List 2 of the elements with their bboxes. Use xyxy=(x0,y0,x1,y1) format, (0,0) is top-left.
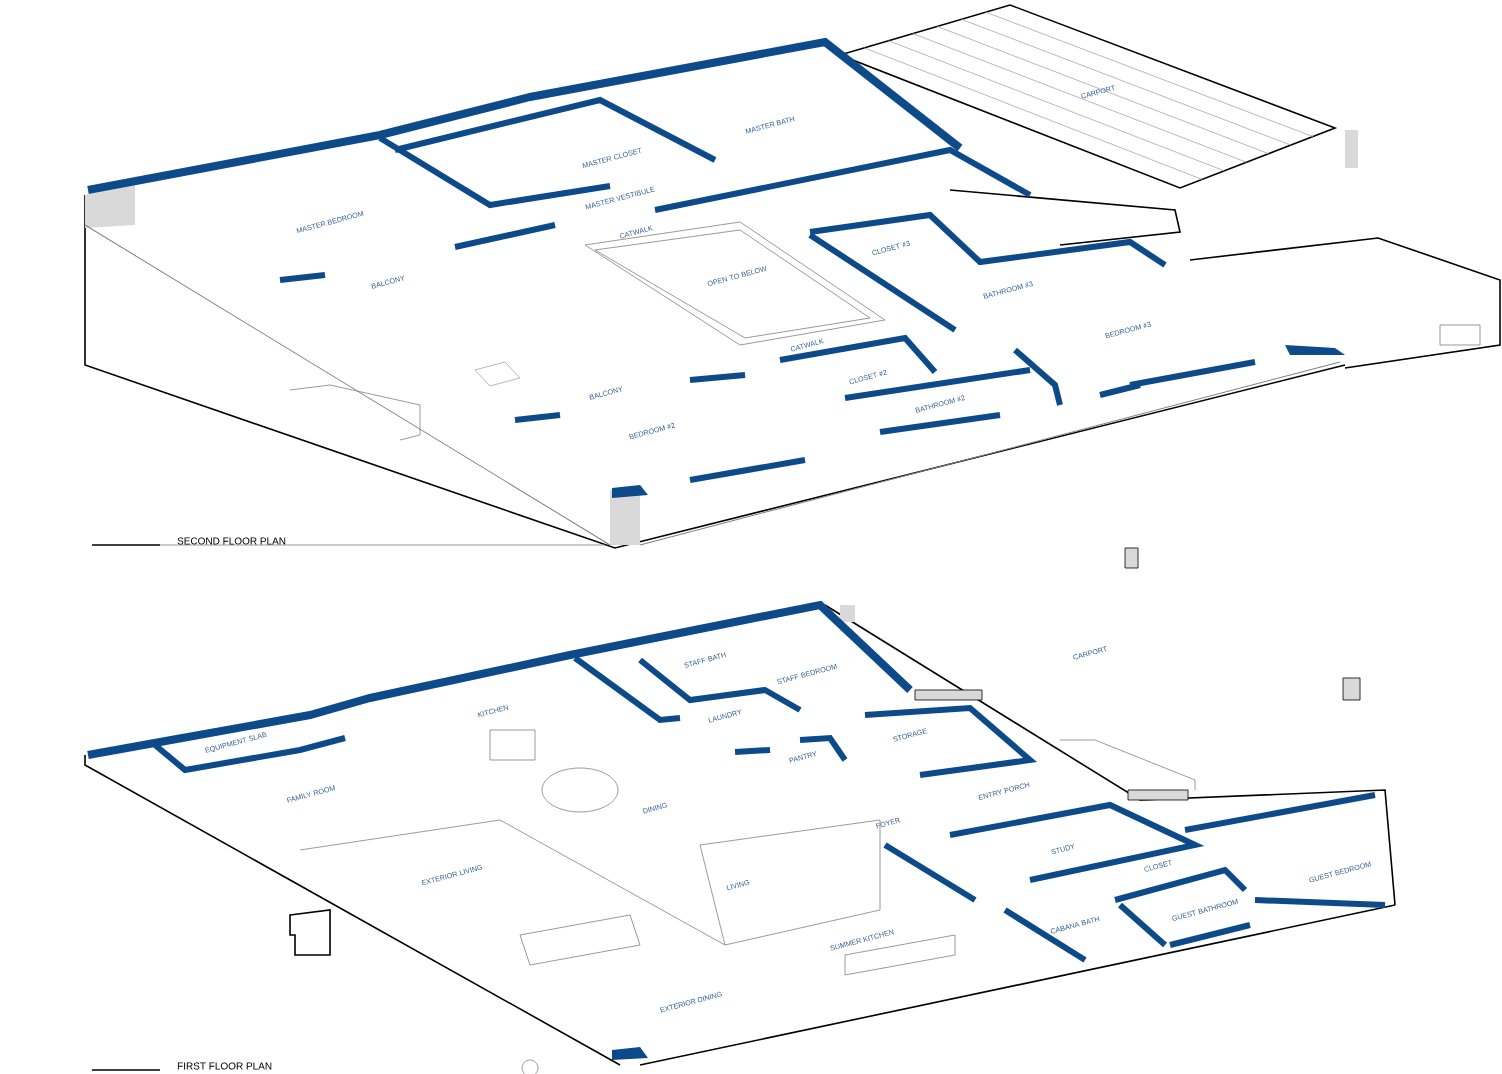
plan-title: SECOND FLOOR PLAN xyxy=(177,537,286,545)
plan-title: FIRST FLOOR PLAN xyxy=(177,1062,272,1070)
